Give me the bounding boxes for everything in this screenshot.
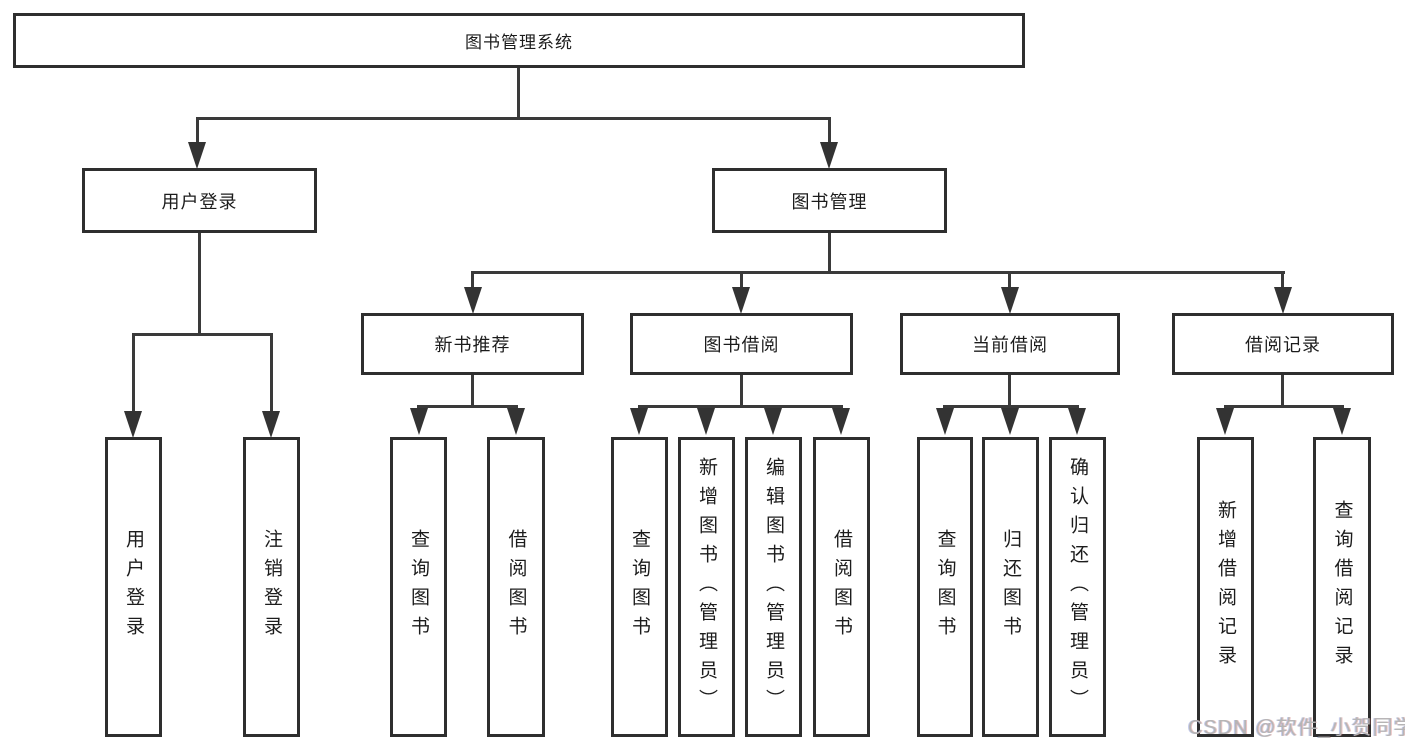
connector-line [196,117,831,120]
connector-line [198,233,201,336]
leaf-label: 借阅图书 [505,529,527,645]
leaf-label: 确认归还（管理员） [1067,456,1088,718]
connector-line [196,117,199,145]
connector-line [270,333,273,413]
leaf-label: 查询图书 [934,529,956,645]
leaf-cb-query-books: 查询图书 [917,437,973,737]
connector-arrowhead-down-icon [697,408,715,435]
connector-arrowhead-down-icon [262,411,280,438]
leaf-logout-login: 注销登录 [243,437,300,737]
node-label: 借阅记录 [1245,335,1321,355]
leaf-br-query-record: 查询借阅记录 [1313,437,1371,737]
node-library-system-root: 图书管理系统 [13,13,1025,68]
connector-line [828,117,831,145]
connector-line [740,375,743,407]
leaf-label: 新增借阅记录 [1215,500,1236,674]
connector-arrowhead-down-icon [1333,408,1351,435]
node-book-management: 图书管理 [712,168,947,233]
node-label: 用户登录 [161,191,238,212]
connector-line [471,375,474,407]
node-label: 新书推荐 [434,335,511,355]
leaf-nbr-borrow-books: 借阅图书 [487,437,545,737]
connector-arrowhead-down-icon [1001,287,1019,314]
connector-arrowhead-down-icon [936,408,954,435]
leaf-label: 用户登录 [123,529,144,645]
leaf-user-login: 用户登录 [105,437,162,737]
connector-line [132,333,273,336]
connector-arrowhead-down-icon [820,142,838,169]
connector-arrowhead-down-icon [1001,408,1019,435]
connector-line [638,405,843,408]
connector-arrowhead-down-icon [464,287,482,314]
node-label: 图书管理系统 [465,33,573,52]
node-label: 图书借阅 [703,335,780,355]
node-book-borrowing: 图书借阅 [630,313,853,375]
leaf-bb-edit-books-admin: 编辑图书（管理员） [745,437,802,737]
leaf-label: 查询图书 [629,529,650,645]
connector-line [740,271,743,291]
connector-line [132,333,135,413]
connector-arrowhead-down-icon [732,287,750,314]
leaf-label: 编辑图书（管理员） [763,456,784,718]
leaf-label: 新增图书（管理员） [696,456,717,718]
node-borrowing-records: 借阅记录 [1172,313,1394,375]
node-current-borrowing: 当前借阅 [900,313,1120,375]
connector-line [943,405,1079,408]
connector-line [1281,375,1284,407]
connector-arrowhead-down-icon [1274,287,1292,314]
connector-arrowhead-down-icon [124,411,142,438]
connector-arrowhead-down-icon [832,408,850,435]
leaf-cb-return-books: 归还图书 [982,437,1039,737]
csdn-watermark: CSDN @软件_小贺同学 [1188,717,1405,739]
connector-arrowhead-down-icon [1068,408,1086,435]
leaf-br-add-record: 新增借阅记录 [1197,437,1254,737]
leaf-label: 查询借阅记录 [1331,500,1353,674]
connector-arrowhead-down-icon [410,408,428,435]
connector-arrowhead-down-icon [630,408,648,435]
leaf-label: 归还图书 [1000,529,1021,645]
connector-line [471,271,1285,274]
connector-line [1008,271,1011,291]
leaf-label: 查询图书 [408,529,429,645]
leaf-bb-query-books: 查询图书 [611,437,668,737]
node-label: 当前借阅 [972,335,1048,355]
connector-line [1281,271,1284,291]
connector-line [828,233,831,274]
connector-line [1224,405,1344,408]
leaf-label: 注销登录 [261,529,282,645]
leaf-label: 借阅图书 [831,529,852,645]
connector-line [1008,375,1011,407]
leaf-bb-borrow-books: 借阅图书 [813,437,870,737]
node-new-book-recommend: 新书推荐 [361,313,584,375]
connector-line [517,68,520,119]
node-user-login: 用户登录 [82,168,317,233]
connector-arrowhead-down-icon [764,408,782,435]
node-label: 图书管理 [791,191,868,212]
connector-arrowhead-down-icon [1216,408,1234,435]
leaf-nbr-query-books: 查询图书 [390,437,447,737]
connector-line [471,271,474,291]
connector-arrowhead-down-icon [188,142,206,169]
leaf-cb-confirm-return-admin: 确认归还（管理员） [1049,437,1106,737]
connector-line [417,405,518,408]
leaf-bb-add-books-admin: 新增图书（管理员） [678,437,735,737]
connector-arrowhead-down-icon [507,408,525,435]
